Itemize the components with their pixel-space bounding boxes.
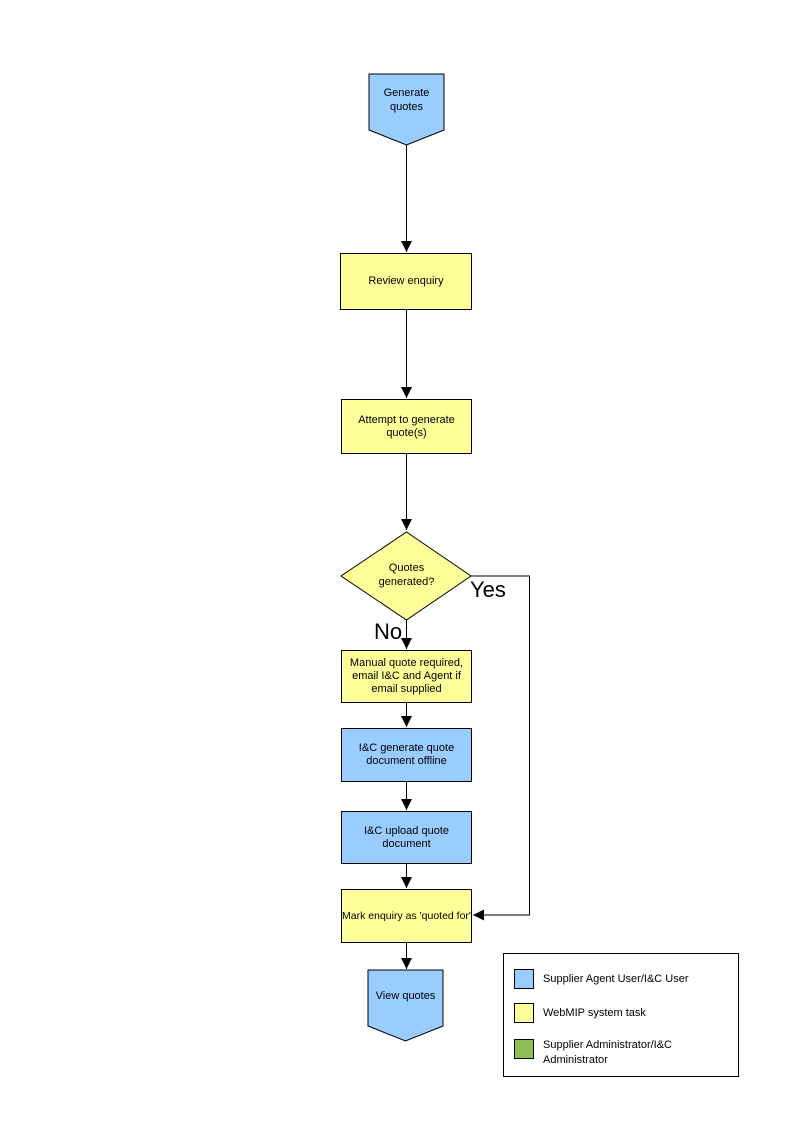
process-review-enquiry: Review enquiry: [340, 253, 472, 310]
process-generate-offline: I&C generate quote document offline: [341, 728, 472, 782]
process-manual-quote: Manual quote required, email I&C and Age…: [341, 650, 472, 703]
decision-label: Quotes generated?: [378, 562, 435, 588]
legend-swatch-supplier-agent: [514, 969, 534, 989]
legend-label-supplier-admin: Supplier Administrator/I&C Administrator: [543, 1039, 672, 1066]
branch-label-yes: Yes: [470, 577, 506, 602]
process-upload-document: I&C upload quote document: [341, 811, 472, 864]
legend-box: Supplier Agent User/I&C User WebMIP syst…: [503, 953, 739, 1077]
legend-label-webmip-task: WebMIP system task: [543, 1007, 646, 1019]
legend-swatch-webmip-task: [514, 1003, 534, 1023]
branch-label-no: No: [374, 619, 403, 644]
legend-label-supplier-agent: Supplier Agent User/I&C User: [543, 973, 689, 985]
start-terminator-shape: [368, 73, 445, 146]
end-terminator-shape: [367, 969, 444, 1042]
process-attempt-generate: Attempt to generate quote(s): [341, 399, 472, 454]
process-mark-quoted: Mark enquiry as 'quoted for': [341, 889, 472, 943]
connector-decision-yes-to-mark: [471, 575, 530, 921]
legend-swatch-supplier-admin: [514, 1039, 534, 1059]
start-terminator-label: Generate quotes: [383, 87, 430, 113]
end-terminator-label: View quotes: [375, 990, 436, 1002]
